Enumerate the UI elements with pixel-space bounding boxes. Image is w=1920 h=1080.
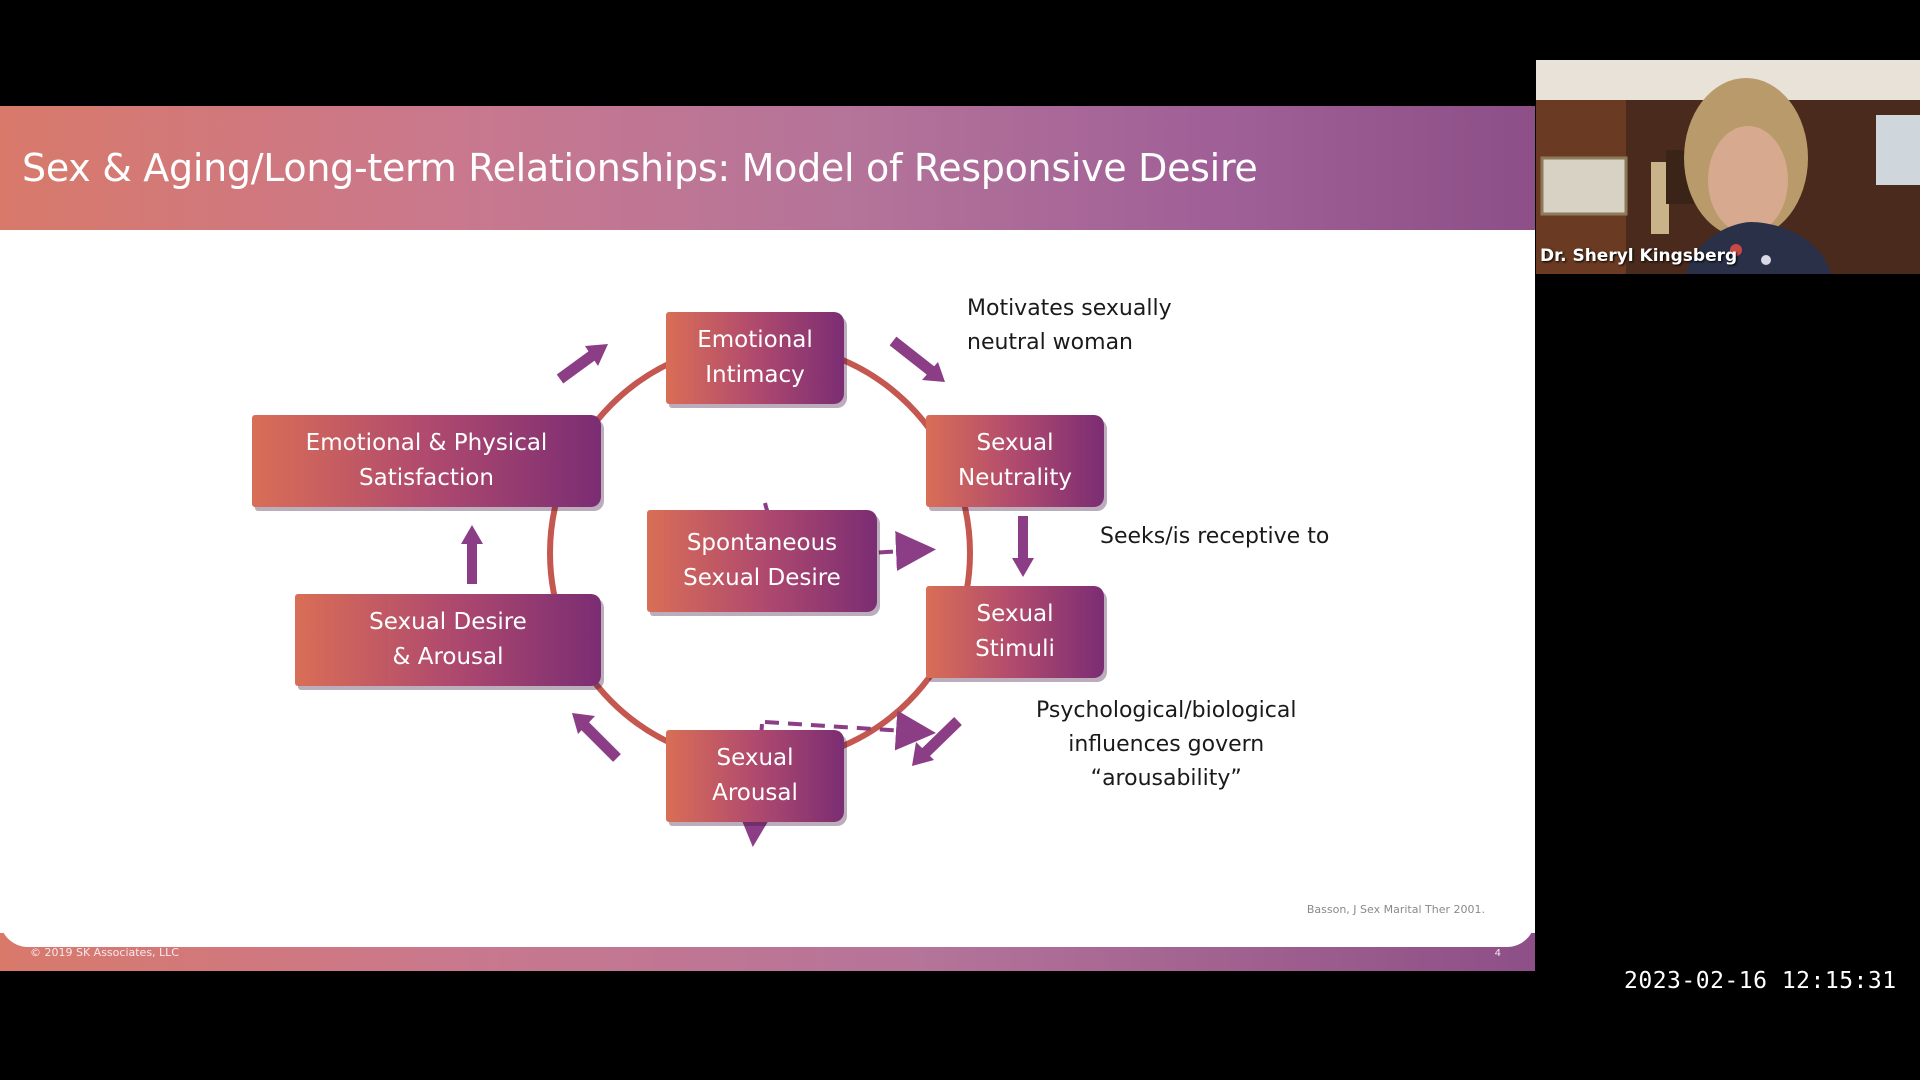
box-emotional-intimacy: Emotional Intimacy: [666, 312, 844, 404]
box-emotional-physical-satisfaction: Emotional & Physical Satisfaction: [252, 415, 601, 507]
cycle-arrow-desire-to-satisfaction: [461, 525, 483, 584]
note-influences: Psychological/biological influences gove…: [1036, 698, 1297, 791]
recording-timestamp: 2023-02-16 12:15:31: [1624, 968, 1897, 994]
box-label: Spontaneous Sexual Desire: [683, 530, 841, 591]
box-label: Sexual Desire & Arousal: [369, 609, 527, 670]
box-sexual-neutrality: Sexual Neutrality: [926, 415, 1104, 507]
cycle-arrow-intimacy-to-neutrality: [889, 336, 945, 382]
note-seeks: Seeks/is receptive to: [1100, 524, 1330, 549]
box-sexual-stimuli: Sexual Stimuli: [926, 586, 1104, 678]
page-number: 4: [1494, 948, 1501, 959]
box-sexual-arousal: Sexual Arousal: [666, 730, 844, 822]
note-motivates: Motivates sexually neutral woman: [967, 296, 1172, 355]
box-label: Emotional & Physical Satisfaction: [305, 430, 548, 491]
speaker-video-tile[interactable]: Dr. Sheryl Kingsberg: [1536, 60, 1920, 274]
cycle-arrow-stimuli-to-arousal: [912, 717, 962, 766]
box-label: Sexual Stimuli: [975, 601, 1055, 662]
slide-header: Sex & Aging/Long-term Relationships: Mod…: [0, 106, 1535, 230]
box-label: Emotional Intimacy: [697, 327, 813, 388]
box-label: Sexual Arousal: [712, 745, 798, 806]
dashed-arrow-to-stimuli: [764, 710, 936, 751]
speaker-name-label: Dr. Sheryl Kingsberg: [1540, 246, 1738, 266]
citation: Basson, J Sex Marital Ther 2001.: [1306, 903, 1485, 916]
cycle-arrow-arousal-to-desire: [572, 713, 621, 762]
cycle-arrow-satisfaction-to-intimacy: [556, 344, 608, 384]
presentation-slide: Sex & Aging/Long-term Relationships: Mod…: [0, 106, 1535, 971]
slide-content-bottom: [0, 907, 1535, 947]
cycle-arrow-neutrality-to-stimuli: [1012, 516, 1034, 577]
box-sexual-desire-arousal: Sexual Desire & Arousal: [295, 594, 601, 686]
slide-title: Sex & Aging/Long-term Relationships: Mod…: [22, 146, 1258, 190]
box-label: Sexual Neutrality: [958, 430, 1072, 491]
copyright: © 2019 SK Associates, LLC: [30, 946, 179, 959]
webcam-feed: [1536, 60, 1920, 274]
box-spontaneous-sexual-desire: Spontaneous Sexual Desire: [647, 510, 877, 612]
